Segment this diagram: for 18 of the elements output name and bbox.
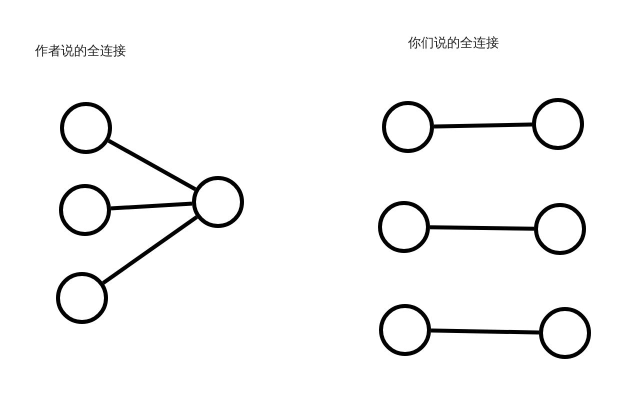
connector-line <box>102 215 198 285</box>
circle-node <box>539 307 591 359</box>
connector-line <box>108 138 196 192</box>
connector-line <box>430 328 540 334</box>
connector-line <box>110 202 192 210</box>
circle-node <box>382 101 434 153</box>
circle-node <box>60 102 112 154</box>
circle-node <box>534 203 586 255</box>
heading-text: 你们说的全连接 <box>408 36 499 52</box>
connector-line <box>434 122 532 128</box>
circle-node <box>379 304 431 356</box>
circle-node <box>378 201 430 253</box>
circle-node <box>192 176 244 228</box>
circle-node <box>532 98 584 150</box>
circle-node <box>56 272 108 324</box>
circle-node <box>59 184 111 236</box>
connector-line <box>430 225 534 231</box>
heading-text: 作者说的全连接 <box>35 44 126 60</box>
